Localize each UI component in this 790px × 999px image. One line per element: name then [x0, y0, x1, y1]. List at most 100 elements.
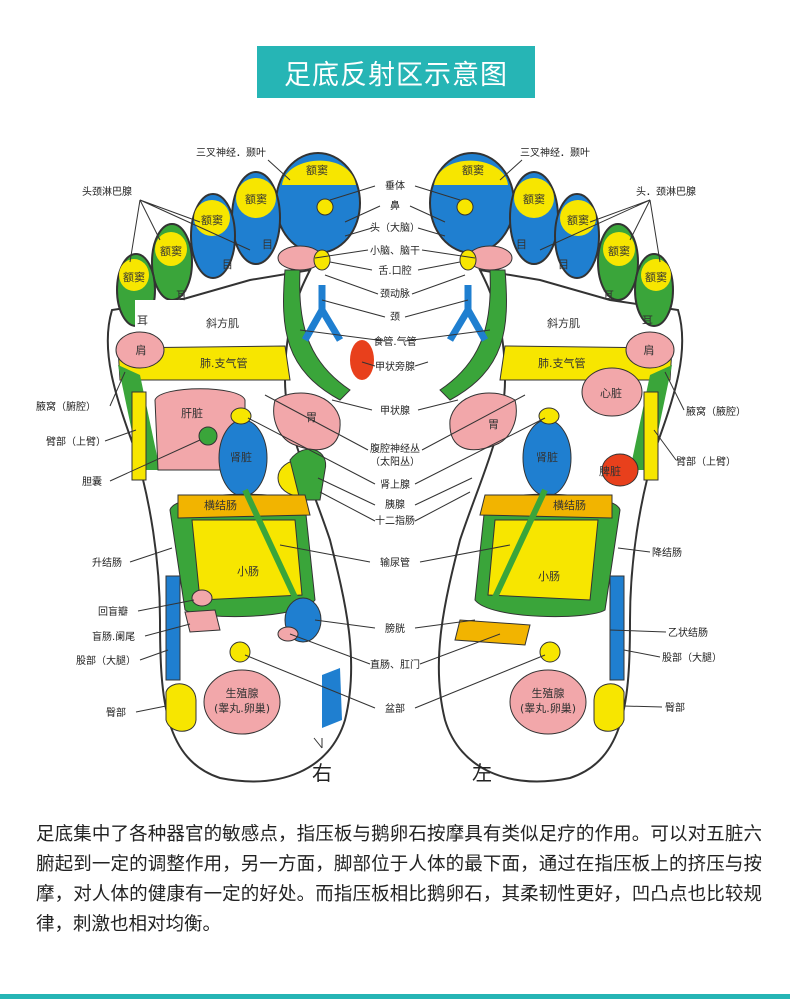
label-pancreas: 胰腺 — [385, 498, 405, 511]
left-buttock — [593, 683, 625, 732]
right-sinus-label-5: 额窦 — [123, 271, 145, 284]
left-eye-label-2: 目 — [558, 258, 569, 271]
right-shoulder — [115, 331, 165, 369]
label-cerebellum: 小脑、脑干 — [370, 244, 420, 257]
left-spleen-label: 脾脏 — [599, 464, 621, 478]
left-gonad-dot — [539, 641, 561, 663]
right-lung-label: 肺.支气管 — [200, 356, 248, 370]
label-upperarm-left: 臂部（上臂） — [676, 455, 736, 468]
left-kidney-label: 肾脏 — [536, 451, 558, 464]
right-kidney-label: 肾脏 — [230, 451, 252, 464]
right-shoulder-label: 肩 — [136, 343, 147, 357]
left-ear-label-2: 耳 — [642, 314, 653, 327]
left-foot-callouts: 三叉神经．颞叶 头．颈淋巴腺 腋窝（腋腔） 臂部（上臂） 降结肠 乙状结肠 股部… — [499, 146, 746, 714]
left-transverse-colon — [479, 494, 613, 519]
left-sinus-label-5: 额窦 — [645, 271, 667, 284]
left-colon-label: 横结肠 — [553, 498, 586, 512]
left-lung-label: 肺.支气管 — [538, 356, 586, 370]
right-gonad-dot — [229, 641, 251, 663]
right-gonad-label-2: (睾丸.卵巢) — [214, 701, 270, 715]
left-upper-arm-strip — [643, 391, 659, 481]
right-transverse-colon — [177, 494, 311, 519]
right-big-toe-top — [282, 160, 356, 185]
right-sinus-label-4: 额窦 — [160, 245, 182, 258]
label-upperarm-right: 臂部（上臂） — [46, 435, 106, 448]
label-armpit-left: 腋窝（腋腔） — [686, 405, 746, 418]
right-ileocecal — [191, 589, 213, 607]
left-sinus-label-1: 额窦 — [462, 164, 484, 177]
label-rectum: 直肠、肛门 — [370, 658, 420, 671]
left-small-intestine — [487, 519, 599, 601]
right-liver-label: 肝脏 — [181, 407, 203, 420]
left-sigmoid — [454, 619, 531, 646]
page-title: 足底反射区示意图 — [284, 59, 508, 91]
left-heart-label: 心脏 — [600, 387, 622, 400]
right-ear-label: 耳 — [176, 289, 187, 302]
left-toe-5-tip — [641, 259, 671, 291]
right-colon-label: 横结肠 — [204, 498, 237, 512]
left-toe-2-tip — [514, 178, 554, 218]
right-rectum — [277, 626, 299, 642]
label-nose: 鼻 — [390, 199, 400, 212]
right-adrenal — [230, 407, 252, 425]
label-buttock-right: 臀部 — [106, 706, 126, 719]
right-toe-2-tip — [236, 178, 276, 218]
left-toe-3-tip — [560, 200, 596, 236]
left-gonad-label-2: (睾丸.卵巢) — [520, 701, 576, 715]
label-neck: 颈 — [390, 311, 400, 323]
left-shoulder-label: 肩 — [644, 343, 655, 357]
right-toe-5-tip — [119, 259, 149, 291]
left-thigh-strip — [609, 575, 625, 681]
left-gonad-label-1: 生殖腺 — [532, 686, 565, 700]
right-trapezius-label: 斜方肌 — [206, 316, 239, 330]
left-stomach-label: 胃 — [488, 418, 499, 431]
right-sinus-label-1: 额窦 — [306, 164, 328, 177]
right-intestine-label: 小肠 — [237, 565, 259, 578]
label-pelvis: 盆部 — [385, 702, 405, 715]
label-bladder: 膀胱 — [385, 622, 405, 635]
left-adrenal — [538, 407, 560, 425]
left-foot-zone-labels: 额窦 额窦 额窦 额窦 额窦 目 目 耳 耳 斜方肌 肩 肺.支气管 心脏 脾脏… — [462, 164, 667, 785]
label-parathyroid: 甲状旁腺 — [375, 360, 415, 373]
left-pituitary-dot — [456, 198, 474, 216]
right-foot-label: 右 — [312, 761, 332, 785]
right-parathyroid — [350, 340, 374, 380]
label-esophagus: 食管.气管 — [373, 335, 416, 348]
left-ear-label: 耳 — [603, 289, 614, 302]
right-gallbladder — [198, 426, 218, 446]
center-callouts: 垂体 鼻 头（大脑） 小脑、脑干 舌.口腔 颈动脉 颈 食管.气管 甲状旁腺 甲… — [244, 180, 546, 715]
right-gonad-label-1: 生殖腺 — [226, 686, 259, 700]
right-gonad — [203, 669, 281, 735]
label-armpit-right: 腋窝（腑腔） — [36, 400, 96, 413]
left-eye-label: 目 — [516, 238, 527, 251]
right-arrow — [313, 737, 323, 749]
label-pituitary: 垂体 — [385, 180, 405, 192]
left-sinus-label-3: 额窦 — [567, 214, 589, 227]
right-neck-dot — [313, 249, 331, 271]
label-appendix: 盲肠.阑尾 — [92, 630, 135, 643]
left-esophagus — [439, 269, 507, 401]
label-adrenal: 肾上腺 — [380, 478, 410, 491]
description-paragraph: 足底集中了各种器官的敏感点，指压板与鹅卵石按摩具有类似足疗的作用。可以对五脏六腑… — [36, 824, 762, 935]
label-brain: 头（大脑） — [370, 221, 420, 234]
right-thigh-strip — [165, 575, 181, 681]
right-esophagus — [283, 269, 351, 401]
right-sinus-label-3: 额窦 — [201, 214, 223, 227]
right-heel-blue — [322, 668, 342, 728]
label-head-lymph-left: 头．颈淋巴腺 — [636, 185, 696, 198]
right-upper-arm-strip — [131, 391, 147, 481]
right-eye-label-2: 目 — [222, 258, 233, 271]
right-duodenum — [289, 448, 327, 501]
foot-reflexology-diagram: .outline{fill:#fff;stroke:#333;stroke-wi… — [36, 146, 746, 785]
right-foot: 额窦 额窦 额窦 额窦 额窦 目 目 耳 耳 斜方肌 肩 肺.支气管 肝脏 肾脏… — [106, 152, 374, 785]
right-toe-3-tip — [194, 200, 230, 236]
label-carotid: 颈动脉 — [380, 287, 410, 300]
label-solar-plexus: 腹腔神经丛 — [370, 442, 420, 455]
label-thigh-left: 股部（大腿） — [662, 651, 722, 664]
label-ureter: 输尿管 — [380, 556, 410, 569]
right-foot-callouts: 三叉神经．颞叶 头颈淋巴腺 腋窝（腑腔） 臂部（上臂） 胆囊 升结肠 回盲瓣 盲… — [36, 146, 291, 719]
left-spleen — [601, 453, 639, 487]
label-solar-plexus-2: （太阳丛） — [370, 455, 420, 468]
left-sinus-label-4: 额窦 — [608, 245, 630, 258]
left-foot — [429, 152, 684, 783]
